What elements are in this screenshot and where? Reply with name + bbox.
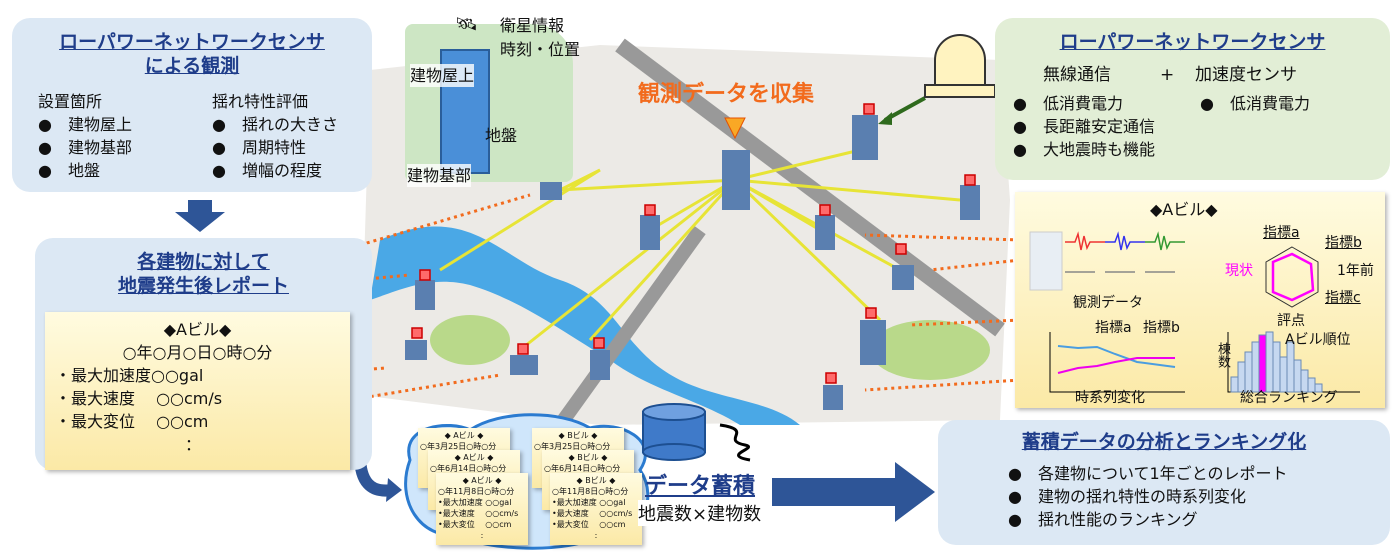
observation-subtitle: による観測: [144, 55, 240, 77]
ranking-item: ● 建物の揺れ特性の時系列変化: [1008, 487, 1246, 506]
analysis-building: ◆Aビル◆: [1150, 200, 1218, 219]
placement-heading: 設置箇所: [38, 92, 103, 111]
year-ago-label: 1年前: [1337, 263, 1374, 279]
report-note: ◆Aビル◆ ○年○月○日○時○分 ・最大加速度○○gal ・最大速度 ○○cm/…: [45, 312, 350, 470]
index-c-label: 指標c: [1325, 290, 1361, 306]
placement-item: ● 建物屋上: [38, 115, 132, 134]
accelerometer-heading: 加速度センサ: [1195, 65, 1297, 85]
rank-label: Aビル順位: [1285, 332, 1351, 348]
ranking-box: 蓄積データの分析とランキング化 ● 各建物について1年ごとのレポート ● 建物の…: [938, 420, 1390, 545]
evaluation-item: ● 増幅の程度: [212, 161, 322, 180]
buildings: [405, 115, 980, 410]
park: [430, 315, 510, 365]
storage-title: データ蓄積: [645, 474, 756, 499]
wireless-feature: ● 低消費電力: [1013, 94, 1123, 113]
evaluation-item: ● 揺れの大きさ: [212, 115, 338, 134]
radar-chart: [1265, 246, 1319, 308]
accelerometer-feature: ● 低消費電力: [1200, 94, 1310, 113]
right-arrow: [772, 462, 935, 522]
wireless-links: [439, 148, 961, 352]
collect-point-triangle: [724, 117, 746, 140]
evaluation-heading: 揺れ特性評価: [212, 92, 309, 111]
ranking-item: ● 各建物について1年ごとのレポート: [1008, 464, 1288, 483]
ts-index-b-label: 指標b: [1143, 320, 1180, 336]
sensor-title: ローパワーネットワークセンサ: [1059, 31, 1326, 53]
ts-index-a-label: 指標a: [1095, 320, 1132, 336]
sensor-placement-inset: 建物屋上 地盤 建物基部: [405, 24, 573, 187]
report-item: ・最大速度 ○○cm/s: [55, 389, 223, 408]
histogram-y-label: 棟数: [1215, 342, 1230, 368]
seismic-wave-icon: [719, 423, 751, 462]
placement-item: ● 建物基部: [38, 138, 132, 157]
cloud-note: ◆ Aビル ◆○年11月8日○時○分•最大加速度 ○○gal•最大速度 ○○cm…: [436, 473, 528, 545]
wireless-heading: 無線通信: [1043, 65, 1111, 85]
report-subtitle: 地震発生後レポート: [117, 275, 289, 297]
satellite-label: 衛星情報: [500, 16, 565, 35]
report-item: ・最大加速度○○gal: [55, 366, 204, 385]
histogram: [1227, 331, 1360, 393]
waveforms: [1065, 231, 1185, 273]
park: [870, 320, 990, 380]
index-a-label: 指標a: [1263, 225, 1300, 241]
sensor-box: ローパワーネットワークセンサ 無線通信 + 加速度センサ ● 低消費電力 ● 長…: [995, 18, 1390, 180]
road: [554, 225, 706, 430]
ranking-item: ● 揺れ性能のランキング: [1008, 510, 1198, 529]
report-item: ・最大変位 ○○cm: [55, 412, 209, 431]
timeseries-chart: [1049, 332, 1185, 393]
report-ellipsis: ：: [185, 435, 202, 454]
analysis-graphics: [1029, 231, 1360, 393]
ranking-title: 蓄積データの分析とランキング化: [1021, 431, 1307, 453]
wireless-feature: ● 大地震時も機能: [1013, 140, 1155, 159]
sensor-device-icon: [924, 34, 996, 98]
plus-sign: +: [1160, 65, 1175, 85]
wireless-feature: ● 長距離安定通信: [1013, 117, 1155, 136]
river: [370, 226, 800, 425]
report-datetime: ○年○月○日○時○分: [122, 343, 273, 362]
analysis-note: ◆Aビル◆ 観測データ 指標a 指標b 指標c 現状 1年前 評点 指標a 指標…: [1015, 192, 1385, 408]
storage-subtitle: 地震数×建物数: [638, 500, 762, 526]
score-label: 評点: [1277, 313, 1305, 329]
satellite-icon: 🛰: [455, 14, 478, 35]
report-building: ◆Aビル◆: [163, 320, 232, 339]
base-label: 建物基部: [407, 164, 472, 187]
time-position-label: 時刻・位置: [500, 40, 581, 59]
current-label: 現状: [1225, 263, 1253, 279]
observation-data-label: 観測データ: [1073, 295, 1143, 311]
timeseries-label: 時系列変化: [1075, 390, 1145, 406]
building-icon: [1029, 231, 1063, 291]
database-icon: [642, 403, 706, 461]
report-title: 各建物に対して: [137, 251, 270, 273]
roof-label: 建物屋上: [410, 64, 475, 87]
collect-data-label: 観測データを収集: [638, 82, 815, 107]
ranking-label: 総合ランキング: [1240, 390, 1338, 406]
ground-label: 地盤: [485, 126, 518, 145]
placement-item: ● 地盤: [38, 161, 100, 180]
down-arrow: [175, 200, 225, 232]
index-b-label: 指標b: [1325, 235, 1362, 251]
evaluation-item: ● 周期特性: [212, 138, 306, 157]
observation-box: ローパワーネットワークセンサ による観測 設置箇所 ● 建物屋上 ● 建物基部 …: [12, 18, 372, 192]
cloud-note: ◆ Bビル ◆○年11月8日○時○分•最大加速度 ○○gal•最大速度 ○○cm…: [550, 473, 642, 545]
observation-title: ローパワーネットワークセンサ: [59, 31, 325, 53]
